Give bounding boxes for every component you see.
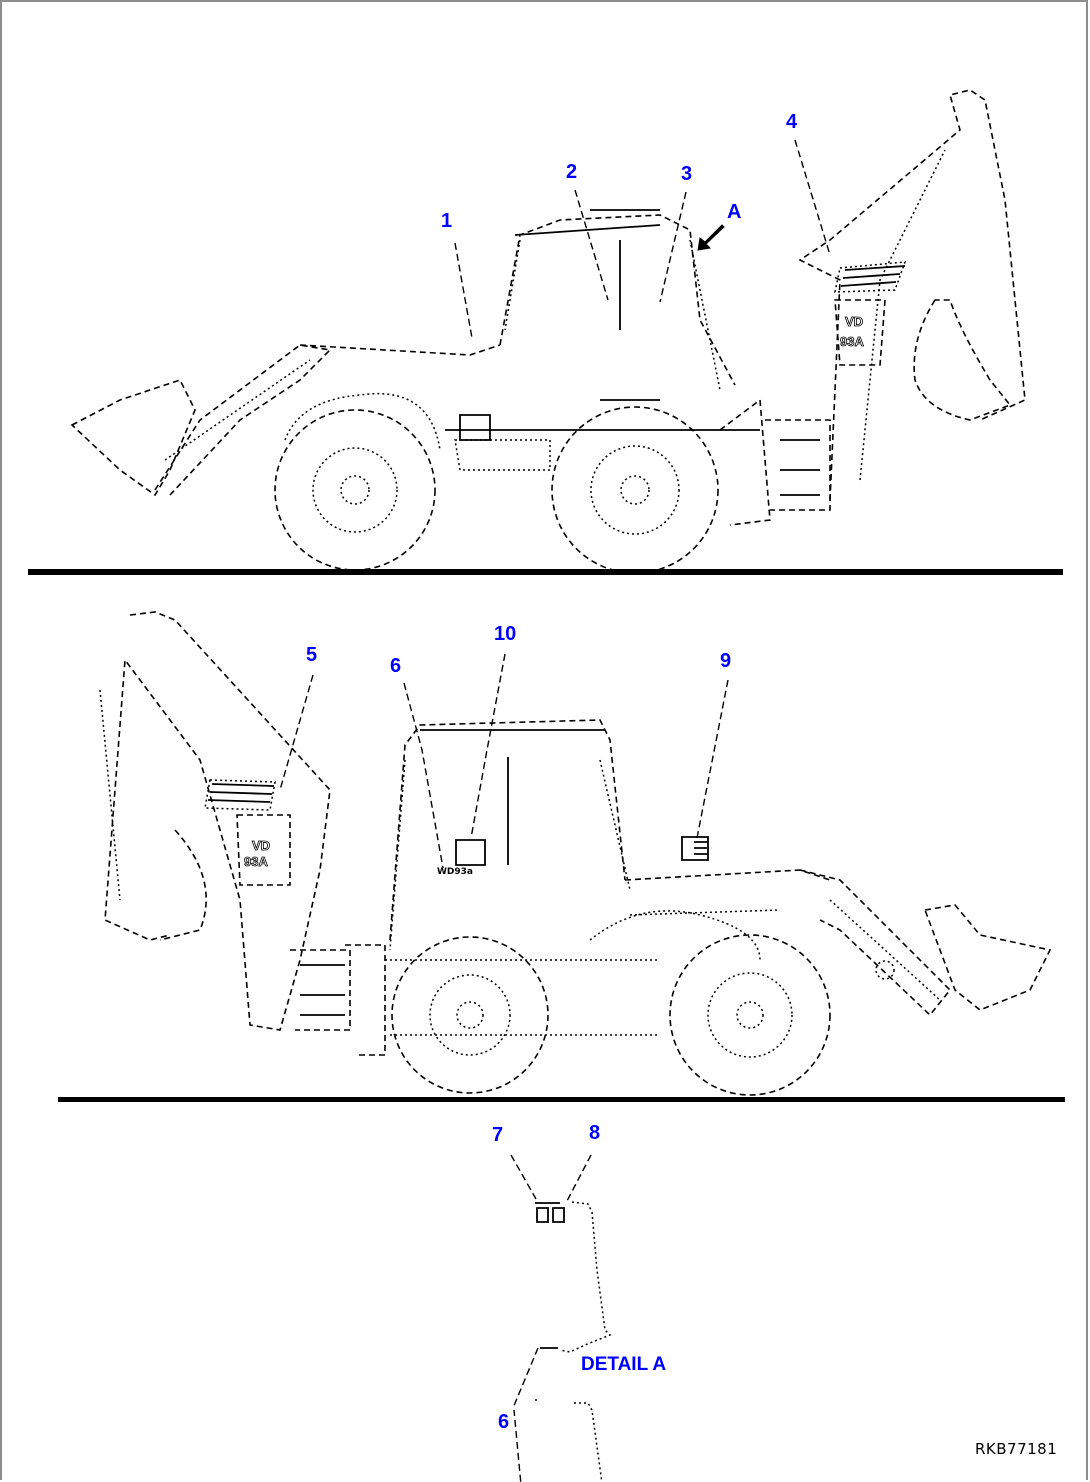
callout-5: 5	[306, 644, 318, 666]
middle-machine-drawing	[99, 611, 1052, 1096]
callout-3: 3	[681, 163, 693, 185]
drawing-id: RKB77181	[975, 1440, 1058, 1458]
callout-a: A	[727, 201, 742, 223]
separator-bottom	[58, 1097, 1065, 1102]
callout-6-detail: 6	[498, 1411, 510, 1433]
callout-1: 1	[441, 210, 453, 232]
callout-6: 6	[390, 655, 402, 677]
decal-vd-middle: VD	[252, 838, 270, 853]
decal-vd-top: VD	[845, 314, 863, 329]
detail-a-label: DETAIL A	[581, 1354, 667, 1375]
decal-small-middle: WD93a	[437, 867, 473, 877]
decal-93a-middle: 93A	[244, 854, 268, 869]
callout-9: 9	[720, 650, 732, 672]
callout-2: 2	[566, 161, 578, 183]
callout-10: 10	[494, 623, 517, 645]
decal-93a-top: 93A	[840, 334, 864, 349]
callout-8: 8	[589, 1122, 601, 1144]
separator-top	[28, 569, 1063, 575]
callout-4: 4	[786, 111, 798, 133]
detail-a-drawing	[535, 1399, 603, 1482]
callout-7: 7	[492, 1124, 504, 1146]
